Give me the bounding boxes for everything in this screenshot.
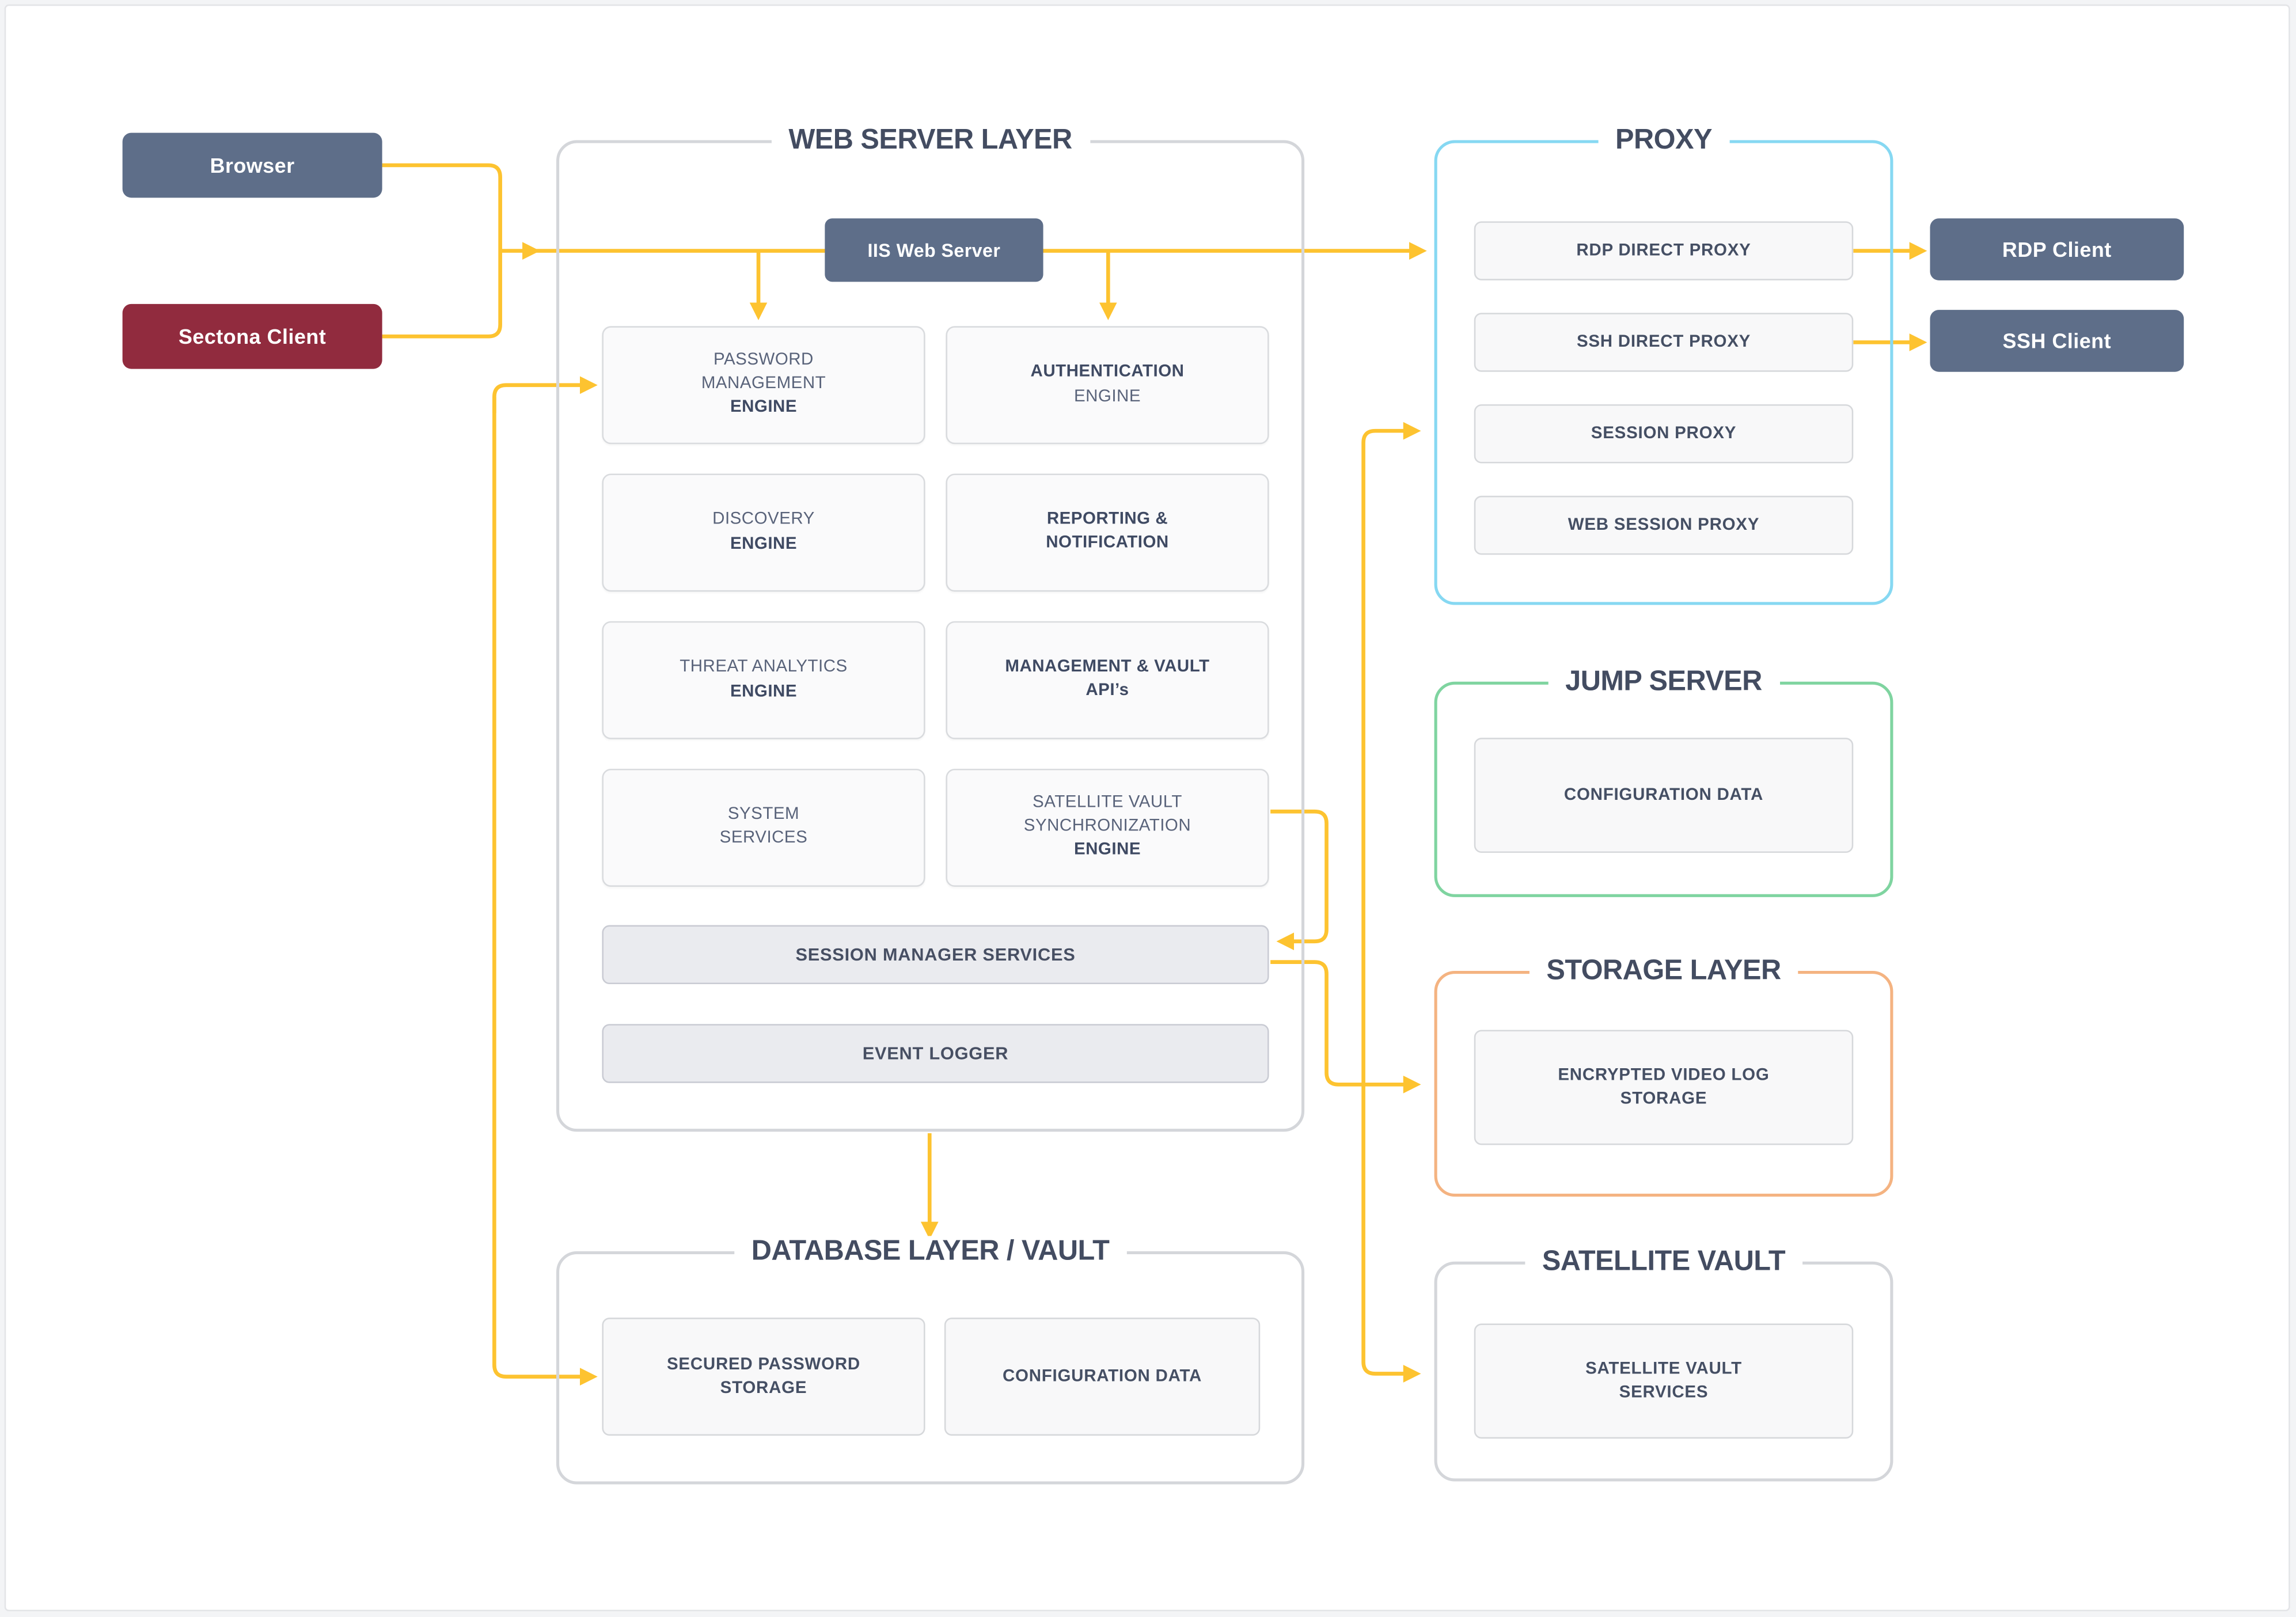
engine-label: DISCOVERY xyxy=(712,510,815,529)
jump-server-title: JUMP SERVER xyxy=(1547,666,1780,699)
box-configuration-data-jump: CONFIGURATION DATA xyxy=(1474,738,1854,853)
engine-label: SATELLITE VAULT SYNCHRONIZATION xyxy=(1023,794,1191,835)
engine-label: AUTHENTICATION xyxy=(1030,363,1185,381)
node-browser: Browser xyxy=(122,132,382,198)
node-rdp-client: RDP Client xyxy=(1930,218,2184,280)
engine-authentication: AUTHENTICATION ENGINE xyxy=(946,326,1269,445)
engine-label: REPORTING & NOTIFICATION xyxy=(1046,510,1169,552)
engine-label: ENGINE xyxy=(1073,841,1141,859)
engine-label: ENGINE xyxy=(730,398,798,417)
storage-layer-title: STORAGE LAYER xyxy=(1528,955,1799,988)
node-ssh-client: SSH Client xyxy=(1930,310,2184,372)
proxy-title: PROXY xyxy=(1597,124,1730,158)
engine-password-management: PASSWORD MANAGEMENT ENGINE xyxy=(602,326,925,445)
box-rdp-direct-proxy: RDP DIRECT PROXY xyxy=(1474,221,1854,280)
bar-session-manager-services: SESSION MANAGER SERVICES xyxy=(602,925,1269,985)
engine-label: PASSWORD MANAGEMENT xyxy=(701,351,826,392)
database-layer: DATABASE LAYER / VAULT xyxy=(556,1236,1305,1485)
satellite-vault-layer: SATELLITE VAULT xyxy=(1434,1246,1893,1482)
box-encrypted-video-log-storage: ENCRYPTED VIDEO LOG STORAGE xyxy=(1474,1030,1854,1145)
engine-label: SYSTEM SERVICES xyxy=(719,805,808,847)
engine-threat-analytics: THREAT ANALYTICS ENGINE xyxy=(602,621,925,739)
box-satellite-vault-services: SATELLITE VAULT SERVICES xyxy=(1474,1323,1854,1439)
box-ssh-direct-proxy: SSH DIRECT PROXY xyxy=(1474,313,1854,372)
engine-label: MANAGEMENT & VAULT API’s xyxy=(1005,658,1210,699)
node-iis-web-server: IIS Web Server xyxy=(825,218,1043,282)
engine-label: ENGINE xyxy=(1073,387,1141,405)
database-layer-title: DATABASE LAYER / VAULT xyxy=(733,1236,1128,1269)
box-web-session-proxy: WEB SESSION PROXY xyxy=(1474,495,1854,555)
engine-management-vault-apis: MANAGEMENT & VAULT API’s xyxy=(946,621,1269,739)
box-secured-password-storage: SECURED PASSWORD STORAGE xyxy=(602,1318,925,1436)
box-session-proxy: SESSION PROXY xyxy=(1474,404,1854,464)
engine-label: THREAT ANALYTICS xyxy=(680,658,848,676)
engine-label: ENGINE xyxy=(730,682,798,700)
satellite-vault-title: SATELLITE VAULT xyxy=(1524,1246,1803,1279)
storage-layer: STORAGE LAYER xyxy=(1434,955,1893,1197)
engine-reporting-notification: REPORTING & NOTIFICATION xyxy=(946,473,1269,592)
engine-satellite-vault-sync: SATELLITE VAULT SYNCHRONIZATION ENGINE xyxy=(946,768,1269,887)
engine-discovery: DISCOVERY ENGINE xyxy=(602,473,925,592)
bar-event-logger: EVENT LOGGER xyxy=(602,1024,1269,1083)
web-server-layer: WEB SERVER LAYER xyxy=(556,124,1305,1132)
engine-label: ENGINE xyxy=(730,534,798,553)
web-server-layer-title: WEB SERVER LAYER xyxy=(771,124,1090,158)
node-sectona-client: Sectona Client xyxy=(122,303,382,369)
box-configuration-data-db: CONFIGURATION DATA xyxy=(944,1318,1261,1436)
engine-system-services: SYSTEM SERVICES xyxy=(602,768,925,887)
jump-server-layer: JUMP SERVER xyxy=(1434,666,1893,897)
proxy-layer: PROXY xyxy=(1434,124,1893,605)
